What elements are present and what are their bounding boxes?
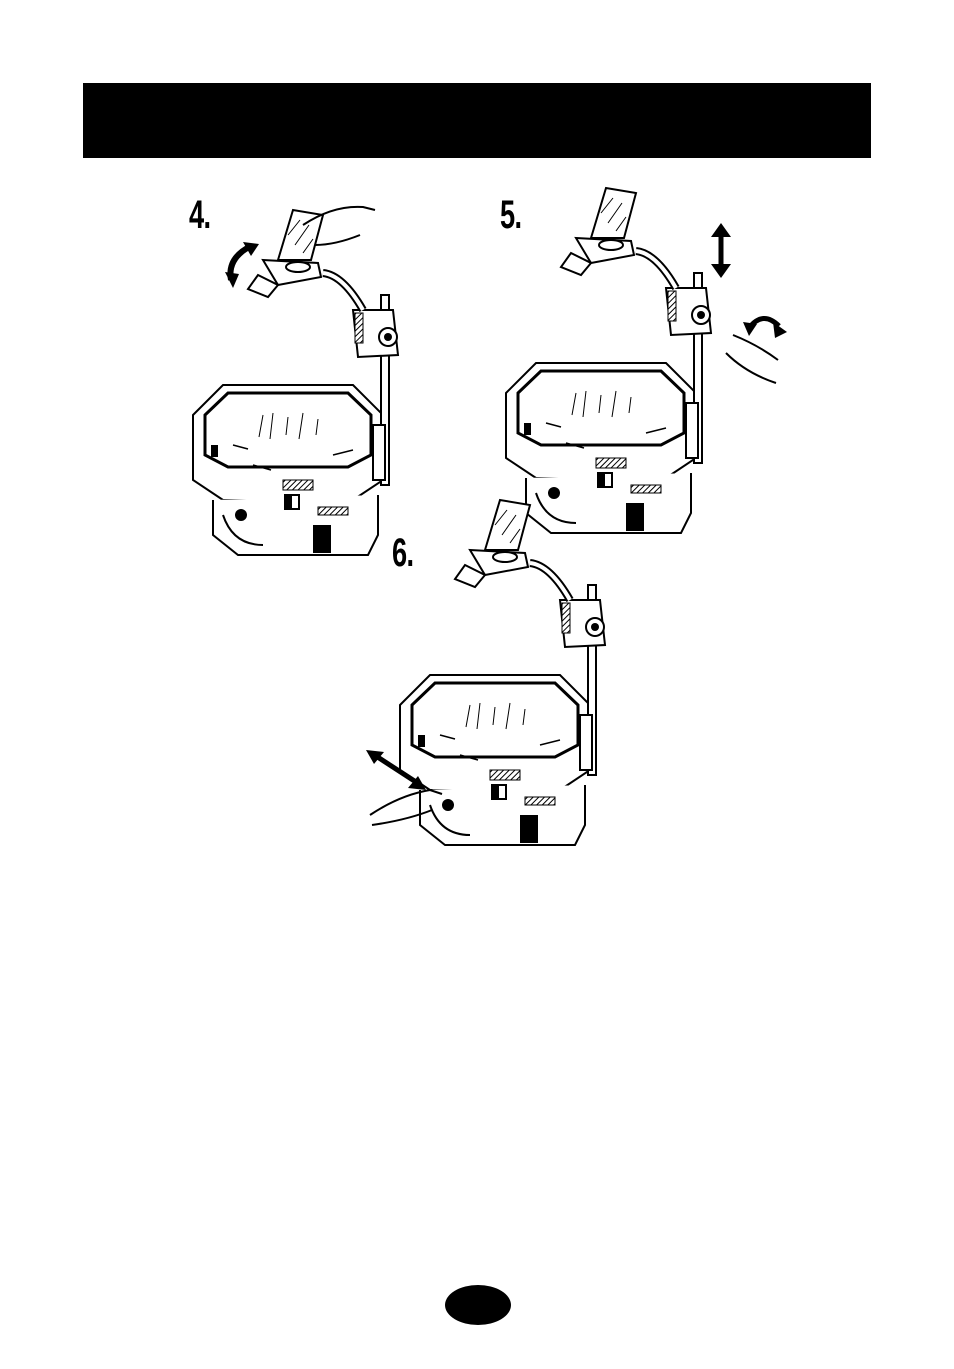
step-number: 4. — [189, 195, 210, 235]
step-5: 5. — [498, 195, 798, 555]
rotate-arrow-icon — [743, 308, 788, 343]
step-4: 4. — [185, 195, 425, 555]
page-number-badge — [445, 1285, 511, 1325]
step-6: 6. — [362, 525, 662, 855]
rotate-arrow-icon — [223, 240, 263, 290]
projector-height-knob-illustration — [498, 195, 798, 555]
vertical-arrow-icon — [706, 223, 736, 278]
diagonal-arrow-icon — [366, 750, 426, 790]
step-number: 6. — [392, 533, 413, 573]
section-header-bar — [83, 83, 871, 158]
step-number: 5. — [500, 195, 521, 235]
projector-head-tilt-illustration — [185, 195, 425, 555]
